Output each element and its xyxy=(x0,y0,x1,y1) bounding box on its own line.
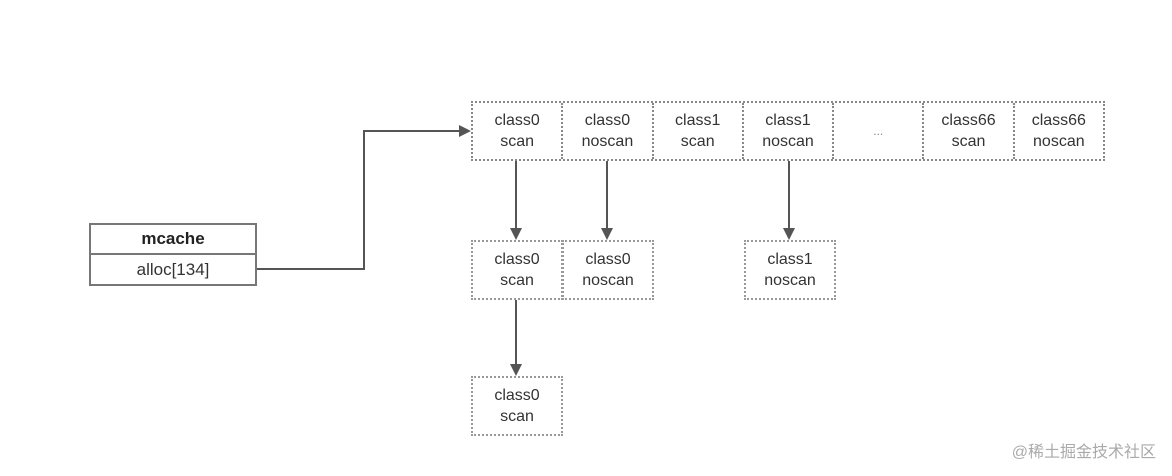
array-cell-class0-noscan: class0 noscan xyxy=(561,103,651,159)
node-scan-label: noscan xyxy=(582,272,634,289)
cell-class-label: class1 xyxy=(675,112,721,129)
mcache-alloc-field: alloc[134] xyxy=(89,255,257,286)
cell-class-label: class66 xyxy=(1031,112,1086,129)
node-class-label: class1 xyxy=(767,251,813,268)
cell-class-label: class66 xyxy=(941,112,996,129)
node-class-label: class0 xyxy=(494,251,540,268)
connector-mcache-to-array xyxy=(257,125,471,270)
node-scan-label: noscan xyxy=(764,272,816,289)
cell-class-label: class1 xyxy=(765,112,811,129)
span-node-class0-scan-1: class0 scan xyxy=(471,240,563,300)
node-class-label: class0 xyxy=(494,387,540,404)
cell-scan-label: scan xyxy=(951,133,986,150)
array-cell-ellipsis: ... xyxy=(832,103,922,159)
watermark-text: @稀土掘金技术社区 xyxy=(1011,444,1156,461)
cell-class-label: class0 xyxy=(494,112,540,129)
span-node-class0-noscan-1: class0 noscan xyxy=(562,240,654,300)
span-class-array: class0 scan class0 noscan class1 scan cl… xyxy=(471,101,1105,161)
node-scan-label: scan xyxy=(500,272,534,289)
cell-scan-label: noscan xyxy=(581,133,634,150)
cell-scan-label: noscan xyxy=(762,133,814,150)
ellipsis-label: ... xyxy=(873,123,884,138)
array-cell-class0-scan: class0 scan xyxy=(473,103,561,159)
array-cell-class66-scan: class66 scan xyxy=(922,103,1012,159)
node-class-label: class0 xyxy=(585,251,631,268)
mcache-title: mcache xyxy=(89,223,257,255)
span-node-class1-noscan-1: class1 noscan xyxy=(744,240,836,300)
cell-scan-label: scan xyxy=(500,133,535,150)
array-cell-class1-scan: class1 scan xyxy=(651,103,742,159)
cell-scan-label: noscan xyxy=(1033,133,1085,150)
cell-scan-label: scan xyxy=(680,133,715,150)
span-node-class0-scan-2: class0 scan xyxy=(471,376,563,436)
cell-class-label: class0 xyxy=(584,112,631,129)
array-cell-class66-noscan: class66 noscan xyxy=(1012,103,1103,159)
array-cell-class1-noscan: class1 noscan xyxy=(741,103,832,159)
node-scan-label: scan xyxy=(500,408,534,425)
